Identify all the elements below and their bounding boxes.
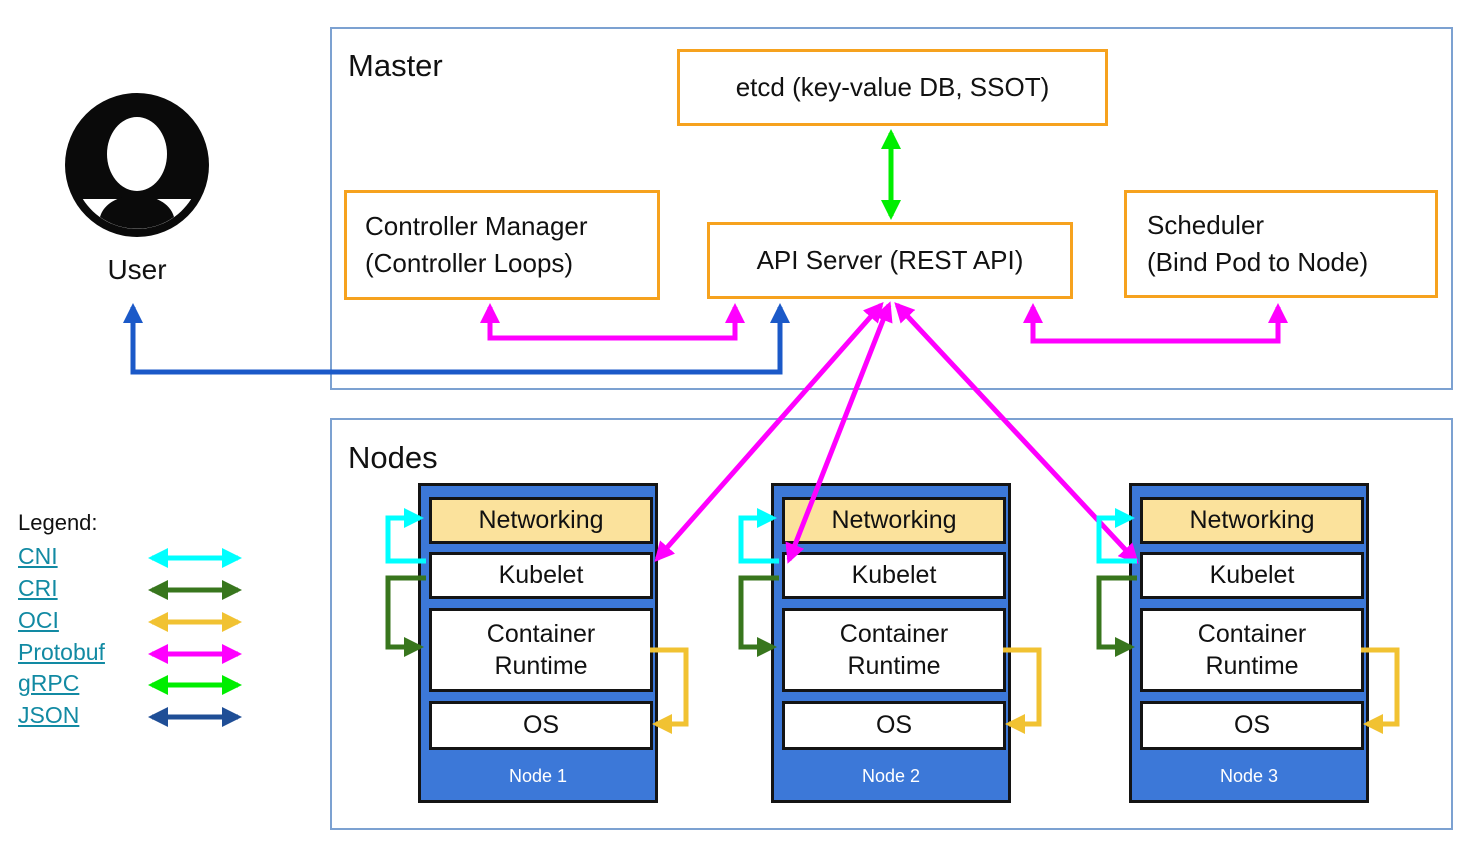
node-2-kubelet-layer: Kubelet: [782, 552, 1006, 599]
legend-link-cri[interactable]: CRI: [18, 575, 58, 601]
nodes-section-title: Nodes: [348, 440, 438, 475]
node-3-box: Networking Kubelet Container Runtime OS …: [1129, 483, 1369, 803]
api-server-box: API Server (REST API): [707, 222, 1073, 299]
node-3-label: Node 3: [1219, 766, 1279, 786]
scheduler-label-line1: Scheduler: [1147, 210, 1265, 241]
controller-manager-box: Controller Manager (Controller Loops): [344, 190, 660, 300]
node-1-networking-layer: Networking: [429, 497, 653, 544]
api-server-label: API Server (REST API): [756, 245, 1024, 275]
legend-link-grpc[interactable]: gRPC: [18, 670, 80, 696]
scheduler-label-line2: (Bind Pod to Node): [1147, 247, 1369, 277]
node-3-container-runtime-layer: Container Runtime: [1140, 608, 1364, 692]
node-1-kubelet-layer: Kubelet: [429, 552, 653, 599]
etcd-label: etcd (key-value DB, SSOT): [735, 72, 1050, 102]
node-1-label: Node 1: [508, 766, 568, 786]
etcd-box: etcd (key-value DB, SSOT): [677, 49, 1108, 126]
node-1-os-layer: OS: [429, 701, 653, 750]
node-3-kubelet-layer: Kubelet: [1140, 552, 1364, 599]
node-2-os-layer: OS: [782, 701, 1006, 750]
node-2-box: Networking Kubelet Container Runtime OS …: [771, 483, 1011, 803]
legend-title: Legend:: [18, 510, 98, 535]
node-2-label: Node 2: [861, 766, 921, 786]
node-3-networking-layer: Networking: [1140, 497, 1364, 544]
scheduler-box: Scheduler (Bind Pod to Node): [1124, 190, 1438, 298]
user-icon: [65, 93, 209, 237]
node-2-container-runtime-layer: Container Runtime: [782, 608, 1006, 692]
controller-manager-label-line2: (Controller Loops): [365, 248, 574, 278]
legend-link-oci[interactable]: OCI: [18, 607, 59, 633]
node-2-networking-layer: Networking: [782, 497, 1006, 544]
node-1-container-runtime-layer: Container Runtime: [429, 608, 653, 692]
node-3-os-layer: OS: [1140, 701, 1364, 750]
legend-link-json[interactable]: JSON: [18, 702, 80, 728]
controller-manager-label-line1: Controller Manager: [365, 211, 588, 242]
master-section-title: Master: [348, 48, 443, 83]
node-1-box: Networking Kubelet Container Runtime OS …: [418, 483, 658, 803]
legend-link-cni[interactable]: CNI: [18, 543, 58, 569]
legend-link-protobuf[interactable]: Protobuf: [18, 639, 105, 665]
user-label: User: [107, 254, 167, 285]
